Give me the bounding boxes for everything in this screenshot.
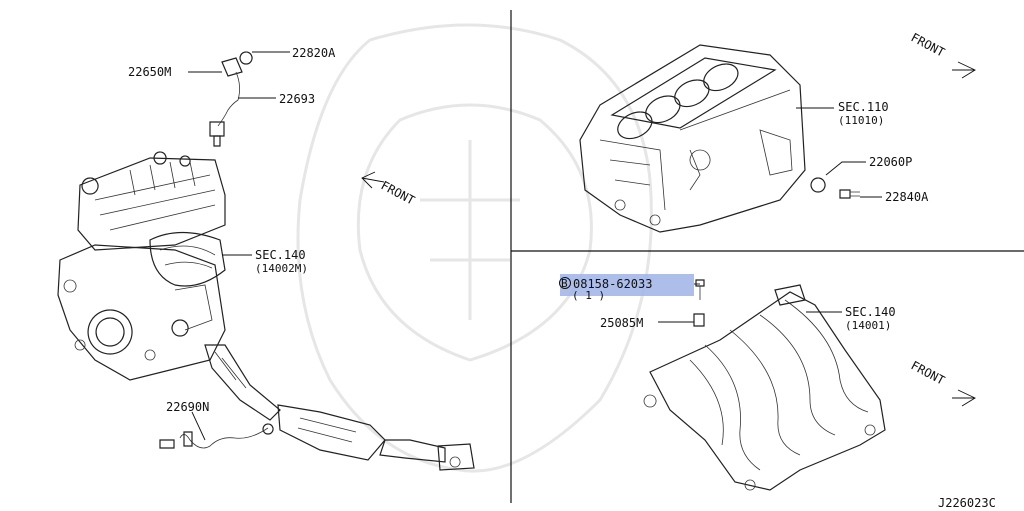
watermark-emblem (296, 23, 653, 473)
label-sec140-left: SEC.140 (255, 248, 306, 262)
label-sec140-right-sub: (14001) (845, 319, 891, 332)
front-label-bottom-right: FRONT (909, 358, 947, 387)
front-arrow-top-right: FRONT (909, 30, 976, 79)
label-22650m: 22650M (128, 65, 171, 79)
bolt-highlight (560, 274, 694, 296)
bolt-circle-letter: B (561, 277, 568, 290)
front-label-top-right: FRONT (909, 30, 947, 59)
bolt-circle-marker (559, 277, 571, 289)
label-sec110-sub: (11010) (838, 114, 884, 127)
label-22840a: 22840A (885, 190, 929, 204)
leader-22060p (825, 161, 866, 176)
label-25085m: 25085M (600, 316, 643, 330)
front-label-left: FRONT (379, 178, 417, 207)
leader-22690n (191, 411, 206, 441)
label-bolt-number: 08158-62033 (573, 277, 652, 291)
label-22690n: 22690N (166, 400, 209, 414)
intake-manifold-drawing (643, 279, 886, 491)
label-bolt-qty: ( 1 ) (572, 289, 605, 302)
label-sec110: SEC.110 (838, 100, 889, 114)
cylinder-block-drawing (579, 44, 860, 233)
front-arrow-left: FRONT (361, 171, 417, 208)
label-22060p: 22060P (869, 155, 912, 169)
label-22820a: 22820A (292, 46, 336, 60)
front-arrow-bottom-right: FRONT (909, 358, 976, 407)
label-22693: 22693 (279, 92, 315, 106)
label-sec140-right: SEC.140 (845, 305, 896, 319)
diagram-id: J226023C (938, 496, 996, 510)
label-sec140-left-sub: (14002M) (255, 262, 308, 275)
engine-assembly-drawing (57, 51, 475, 471)
